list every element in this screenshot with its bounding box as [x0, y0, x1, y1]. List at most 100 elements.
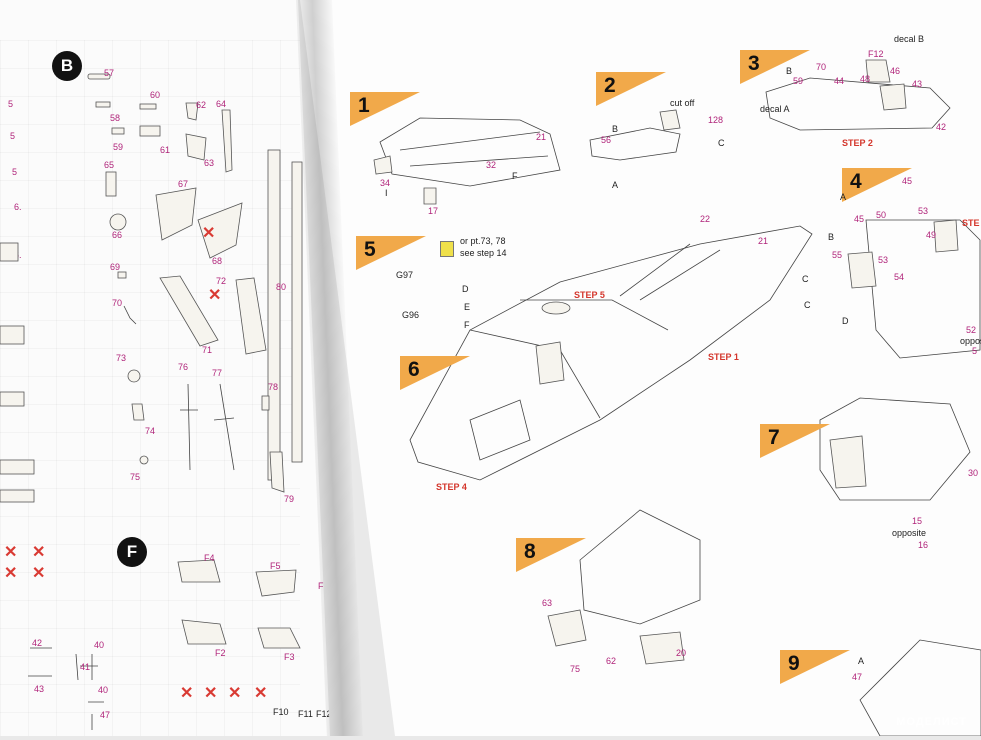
step-9-flag: 9 — [780, 650, 850, 684]
letter-c2: C — [804, 300, 811, 310]
part-f3: F3 — [284, 652, 295, 662]
part-62: 62 — [196, 100, 207, 110]
step-3-flag: 3 — [740, 50, 810, 84]
removed-part-mark: ✕ — [32, 565, 46, 582]
step-reference: STE — [962, 218, 980, 228]
letter-a: A — [840, 192, 847, 202]
part-53b: 53 — [878, 255, 889, 265]
part-41: 41 — [80, 662, 91, 672]
removed-part-mark: ✕ — [4, 565, 18, 582]
part-5: 5 — [972, 346, 978, 356]
part-49: 49 — [926, 230, 937, 240]
part-45: 45 — [902, 176, 913, 186]
part-47: 47 — [100, 710, 111, 720]
step-5-reference: STEP 5 — [574, 290, 605, 300]
section-b-badge: B — [52, 51, 82, 81]
letter-f: F — [464, 320, 470, 330]
part-54: 54 — [894, 272, 905, 282]
part-44: 44 — [834, 76, 845, 86]
cut-off-label: cut off — [670, 98, 695, 108]
left-page: 5 5 5 6. 6. B — [0, 0, 330, 736]
part-f12: F12 — [316, 709, 332, 719]
part-40b: 40 — [98, 685, 109, 695]
removed-part-mark: ✕ — [228, 685, 242, 702]
removed-part-mark: ✕ — [180, 685, 194, 702]
step-5-note: or pt.73, 78 — [460, 236, 506, 246]
part-63: 63 — [542, 598, 553, 608]
part-f10: F10 — [273, 707, 289, 717]
part-40: 40 — [94, 640, 105, 650]
part-46: 46 — [890, 66, 901, 76]
removed-part-mark: ✕ — [4, 544, 18, 561]
edge-number: 5 — [12, 167, 18, 177]
part-21: 21 — [758, 236, 769, 246]
part-52: 52 — [966, 325, 977, 335]
part-57: 57 — [104, 68, 115, 78]
part-77: 77 — [212, 368, 223, 378]
removed-part-mark: ✕ — [204, 685, 218, 702]
step-2-reference: STEP 2 — [842, 138, 873, 148]
part-f12: F12 — [868, 49, 884, 59]
part-75: 75 — [130, 472, 141, 482]
part-f4: F4 — [204, 553, 215, 563]
letter-a: A — [858, 656, 865, 666]
part-79: 79 — [284, 494, 295, 504]
letter-c: C — [718, 138, 725, 148]
part-62: 62 — [606, 656, 617, 666]
part-g96: G96 — [402, 310, 420, 320]
step-4-flag: 4 — [842, 168, 912, 202]
part-61: 61 — [160, 145, 171, 155]
part-42: 42 — [32, 638, 43, 648]
opposite-label: opposite — [892, 528, 927, 538]
removed-part-mark: ✕ — [32, 544, 46, 561]
letter-d: D — [842, 316, 849, 326]
step-5-flag: 5 — [356, 236, 426, 270]
part-68: 68 — [212, 256, 223, 266]
question-icon — [440, 241, 454, 257]
removed-part-mark: ✕ — [202, 225, 216, 242]
part-f5: F5 — [270, 561, 281, 571]
part-74: 74 — [145, 426, 156, 436]
step-6-flag: 6 — [400, 356, 470, 390]
part-f1: F1 — [318, 581, 329, 591]
part-70: 70 — [112, 298, 123, 308]
part-30: 30 — [968, 468, 979, 478]
letter-b: B — [828, 232, 835, 242]
decal-a-label: decal A — [760, 104, 790, 114]
edge-number: 5 — [8, 99, 14, 109]
opposite-label: opposite — [960, 336, 981, 346]
part-42: 42 — [936, 122, 947, 132]
removed-part-mark: ✕ — [254, 685, 268, 702]
part-15: 15 — [912, 516, 923, 526]
part-60: 60 — [150, 90, 161, 100]
part-128: 128 — [708, 115, 724, 125]
part-63: 63 — [204, 158, 215, 168]
letter-a: A — [612, 180, 619, 190]
section-f-badge: F — [117, 537, 147, 567]
part-69: 69 — [110, 262, 121, 272]
part-71: 71 — [202, 345, 213, 355]
part-43: 43 — [34, 684, 45, 694]
step-4-reference: STEP 4 — [436, 482, 467, 492]
part-g97: G97 — [396, 270, 414, 280]
edge-number: 5 — [10, 131, 16, 141]
step-1-reference: STEP 1 — [708, 352, 739, 362]
part-f11: F11 — [298, 709, 313, 719]
part-67: 67 — [178, 179, 189, 189]
step-2-flag: 2 — [596, 72, 666, 106]
part-58: 58 — [110, 113, 121, 123]
part-20: 20 — [676, 648, 687, 658]
part-76: 76 — [178, 362, 189, 372]
removed-part-mark: ✕ — [208, 287, 222, 304]
part-32: 32 — [486, 160, 497, 170]
letter-e: E — [464, 302, 471, 312]
letter-b: B — [612, 124, 619, 134]
part-59: 59 — [113, 142, 124, 152]
step-1-flag: 1 — [350, 92, 420, 126]
part-21: 21 — [536, 132, 547, 142]
part-70: 70 — [816, 62, 827, 72]
part-34: 34 — [380, 178, 391, 188]
decal-b-label: decal B — [894, 34, 925, 44]
left-page-grid — [0, 40, 300, 736]
